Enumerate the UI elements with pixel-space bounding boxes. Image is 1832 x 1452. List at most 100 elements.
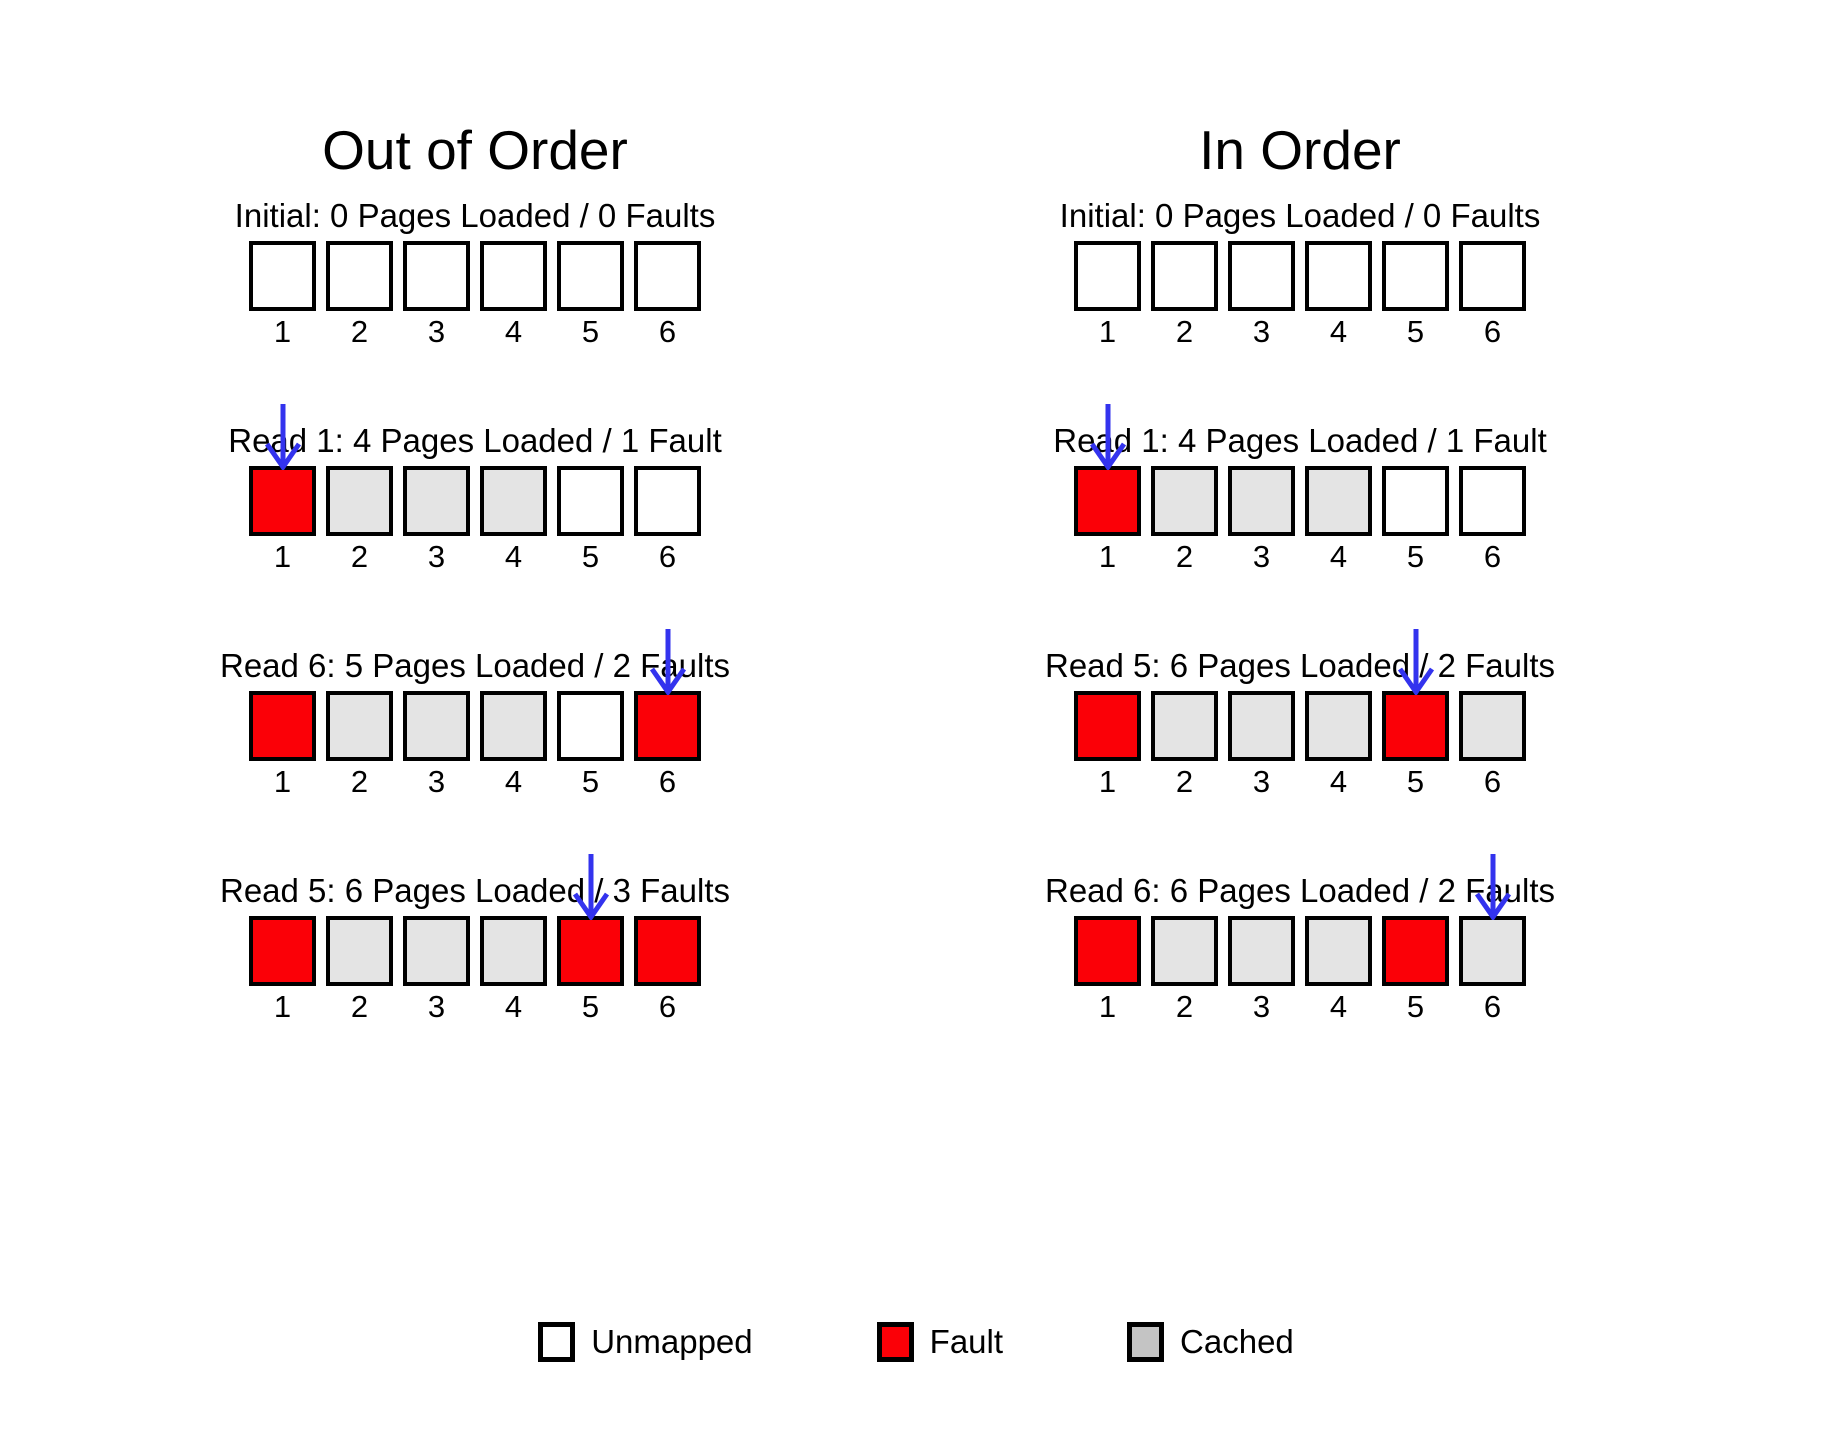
page-cell-box-cached[interactable] — [1228, 916, 1295, 986]
page-cell[interactable]: 5 — [552, 466, 629, 575]
page-cell[interactable]: 3 — [1223, 691, 1300, 800]
page-cell[interactable]: 4 — [1300, 466, 1377, 575]
page-cell-box-cached[interactable] — [326, 691, 393, 761]
page-cell-box-cached[interactable] — [1151, 466, 1218, 536]
page-cell[interactable]: 3 — [398, 466, 475, 575]
page-cell[interactable]: 4 — [475, 691, 552, 800]
page-cell[interactable]: 5 — [1377, 629, 1454, 800]
page-cell[interactable]: 5 — [1377, 916, 1454, 1025]
page-cell[interactable]: 5 — [1377, 466, 1454, 575]
page-cell[interactable]: 2 — [321, 916, 398, 1025]
page-cell-box-unmapped[interactable] — [557, 241, 624, 311]
page-cell-box-unmapped[interactable] — [403, 241, 470, 311]
page-cell-box-unmapped[interactable] — [557, 466, 624, 536]
page-cell-box-cached[interactable] — [1228, 691, 1295, 761]
page-cell-box-fault[interactable] — [249, 466, 316, 536]
page-cell-box-fault[interactable] — [557, 916, 624, 986]
page-cell-box-unmapped[interactable] — [1459, 466, 1526, 536]
page-cell-box-cached[interactable] — [326, 466, 393, 536]
page-cell[interactable]: 3 — [398, 691, 475, 800]
page-cell-box-unmapped[interactable] — [1074, 241, 1141, 311]
page-cell-box-fault[interactable] — [1382, 916, 1449, 986]
page-cell-box-unmapped[interactable] — [326, 241, 393, 311]
page-cell[interactable]: 1 — [244, 404, 321, 575]
page-cell-box-cached[interactable] — [403, 916, 470, 986]
page-cell-box-unmapped[interactable] — [1382, 466, 1449, 536]
page-cell-box-unmapped[interactable] — [634, 241, 701, 311]
page-cell[interactable]: 1 — [244, 241, 321, 350]
page-cell-box-cached[interactable] — [1459, 691, 1526, 761]
page-cell-box-unmapped[interactable] — [1151, 241, 1218, 311]
page-cell-box-cached[interactable] — [1459, 916, 1526, 986]
page-cell[interactable]: 2 — [321, 466, 398, 575]
page-cell[interactable]: 3 — [398, 241, 475, 350]
page-cell-box-unmapped[interactable] — [557, 691, 624, 761]
page-cell-box-cached[interactable] — [1151, 916, 1218, 986]
page-cell[interactable]: 6 — [629, 466, 706, 575]
page-cell-box-fault[interactable] — [634, 691, 701, 761]
page-cell[interactable]: 6 — [1454, 854, 1531, 1025]
page-cell-box-fault[interactable] — [1074, 466, 1141, 536]
page-cell[interactable]: 5 — [552, 241, 629, 350]
page-cell[interactable]: 5 — [1377, 241, 1454, 350]
page-cell-box-cached[interactable] — [1151, 691, 1218, 761]
page-cell[interactable]: 4 — [475, 916, 552, 1025]
page-cell[interactable]: 1 — [1069, 916, 1146, 1025]
page-cell[interactable]: 6 — [629, 241, 706, 350]
page-cell-box-cached[interactable] — [403, 466, 470, 536]
page-cell-box-cached[interactable] — [1228, 466, 1295, 536]
page-cell[interactable]: 5 — [552, 691, 629, 800]
page-cell[interactable]: 1 — [244, 691, 321, 800]
page-cell[interactable]: 2 — [321, 241, 398, 350]
page-cell[interactable]: 3 — [1223, 466, 1300, 575]
page-cell-box-cached[interactable] — [1305, 916, 1372, 986]
page-cell-box-fault[interactable] — [249, 916, 316, 986]
page-cell[interactable]: 5 — [552, 854, 629, 1025]
page-cell-box-fault[interactable] — [1074, 916, 1141, 986]
page-cell[interactable]: 6 — [1454, 241, 1531, 350]
page-cell[interactable]: 4 — [1300, 691, 1377, 800]
page-cell-box-cached[interactable] — [403, 691, 470, 761]
page-cell[interactable]: 1 — [1069, 404, 1146, 575]
page-cell[interactable]: 6 — [1454, 466, 1531, 575]
page-cell[interactable]: 6 — [629, 629, 706, 800]
page-cell[interactable]: 3 — [1223, 241, 1300, 350]
page-cell[interactable]: 6 — [629, 916, 706, 1025]
page-cell-box-cached[interactable] — [480, 691, 547, 761]
page-cell[interactable]: 6 — [1454, 691, 1531, 800]
page-cell[interactable]: 3 — [1223, 916, 1300, 1025]
page-cell-box-cached[interactable] — [1305, 691, 1372, 761]
page-cell-box-fault[interactable] — [1074, 691, 1141, 761]
page-cell[interactable]: 1 — [244, 916, 321, 1025]
page-cell[interactable]: 4 — [1300, 916, 1377, 1025]
page-cell[interactable]: 2 — [1146, 241, 1223, 350]
page-cell-box-unmapped[interactable] — [1305, 241, 1372, 311]
page-cell-box-unmapped[interactable] — [634, 466, 701, 536]
page-cell[interactable]: 2 — [1146, 466, 1223, 575]
page-cell[interactable]: 4 — [475, 466, 552, 575]
page-cell[interactable]: 4 — [1300, 241, 1377, 350]
page-cell[interactable]: 2 — [321, 691, 398, 800]
page-cell-box-unmapped[interactable] — [1459, 241, 1526, 311]
page-cell-box-fault[interactable] — [1382, 691, 1449, 761]
page-cell-box-unmapped[interactable] — [1228, 241, 1295, 311]
page-cell-box-fault[interactable] — [249, 691, 316, 761]
page-cell[interactable]: 2 — [1146, 916, 1223, 1025]
page-cell[interactable]: 4 — [475, 241, 552, 350]
page-cell-box-unmapped[interactable] — [249, 241, 316, 311]
page-cell-box-unmapped[interactable] — [480, 241, 547, 311]
page-cell-box-cached[interactable] — [480, 916, 547, 986]
page-cell[interactable]: 1 — [1069, 241, 1146, 350]
page-cell-box-fault[interactable] — [634, 916, 701, 986]
page-cell[interactable]: 1 — [1069, 691, 1146, 800]
page-cell-box-cached[interactable] — [1305, 466, 1372, 536]
page-cell-box-cached[interactable] — [326, 916, 393, 986]
page-cell[interactable]: 2 — [1146, 691, 1223, 800]
page-cell-box-cached[interactable] — [480, 466, 547, 536]
page-cell-box-unmapped[interactable] — [1382, 241, 1449, 311]
page-cell[interactable]: 3 — [398, 916, 475, 1025]
legend-item-fault: Fault — [876, 1322, 1003, 1362]
